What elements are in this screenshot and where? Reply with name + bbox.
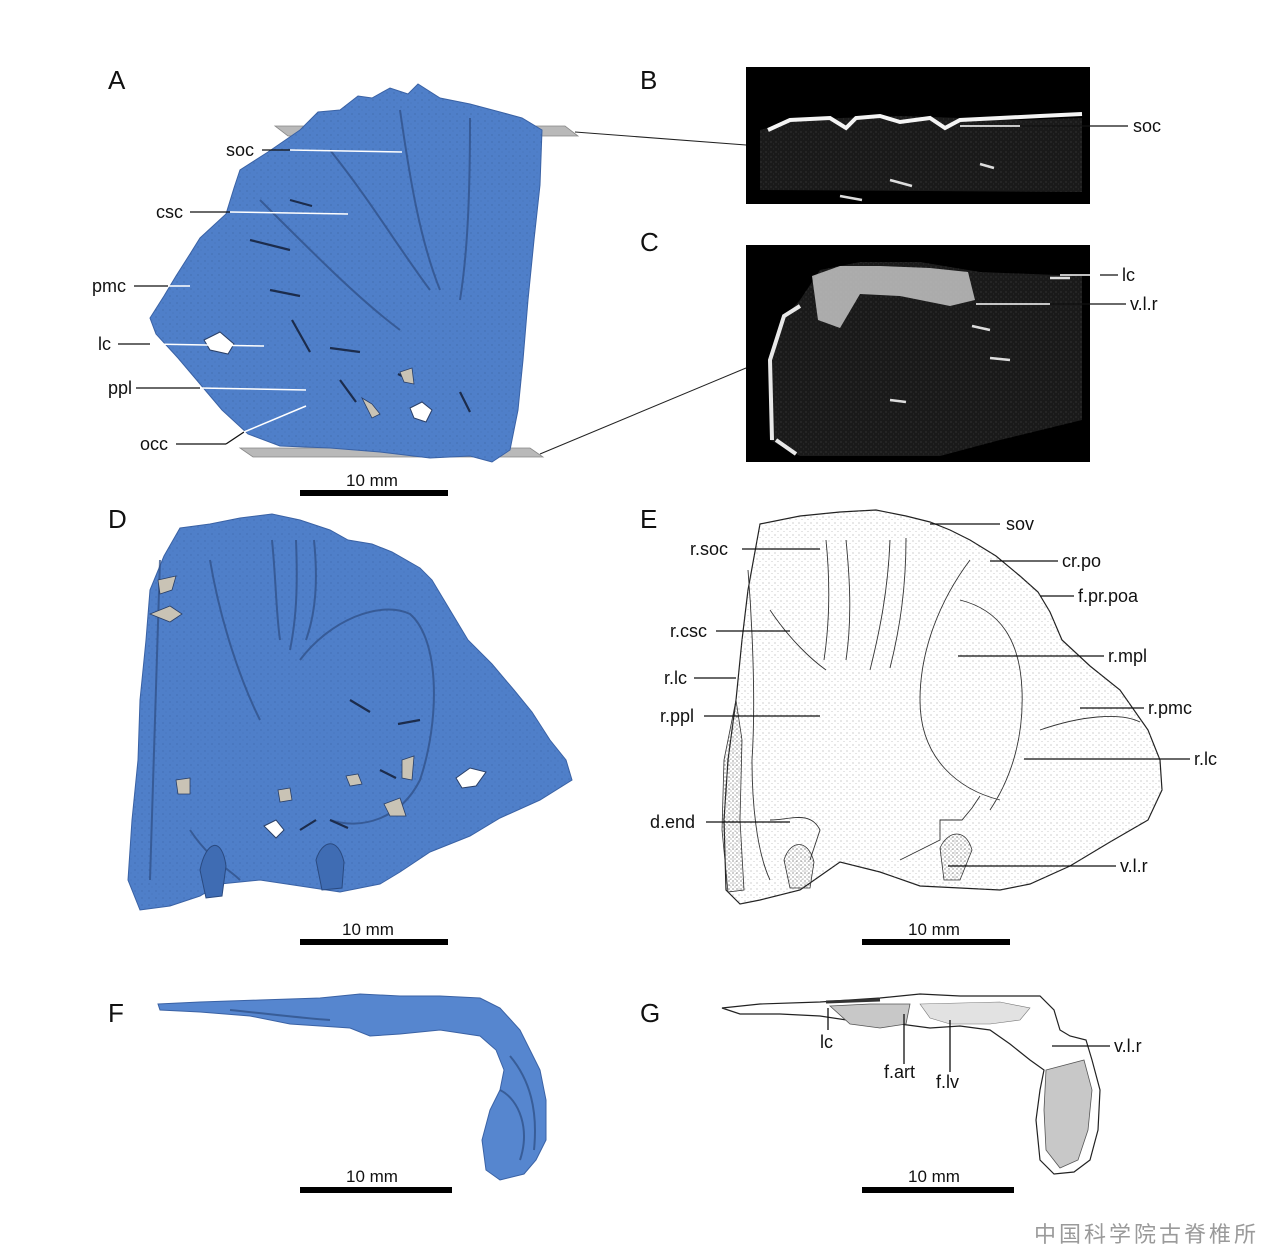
panel-label-g: G xyxy=(640,998,660,1028)
label-a-lc: lc xyxy=(98,334,111,354)
label-c-vlr: v.l.r xyxy=(1130,294,1158,314)
panel-e: E r.soc sov cr.po f.pr.poa xyxy=(640,504,1217,945)
panel-label-e: E xyxy=(640,504,657,534)
label-e-sov: sov xyxy=(1006,514,1034,534)
label-a-pmc: pmc xyxy=(92,276,126,296)
label-b-soc: soc xyxy=(1133,116,1161,136)
panel-b: B soc xyxy=(640,65,1161,204)
label-a-occ: occ xyxy=(140,434,168,454)
hole-a-1 xyxy=(203,331,235,355)
scale-text-d: 10 mm xyxy=(342,920,394,939)
scale-bar-d xyxy=(300,939,448,945)
panel-label-a: A xyxy=(108,65,126,95)
connector-b xyxy=(574,131,747,146)
hole-d-2 xyxy=(263,819,285,839)
panel-label-d: D xyxy=(108,504,127,534)
scale-text-g: 10 mm xyxy=(908,1167,960,1186)
label-a-csc: csc xyxy=(156,202,183,222)
scale-text-a: 10 mm xyxy=(346,471,398,490)
scale-bar-f xyxy=(300,1187,452,1193)
label-a-ppl: ppl xyxy=(108,378,132,398)
label-e-crpo: cr.po xyxy=(1062,551,1101,571)
label-g-vlr: v.l.r xyxy=(1114,1036,1142,1056)
label-g-lc: lc xyxy=(820,1032,833,1052)
scale-bar-g xyxy=(862,1187,1014,1193)
specimen-f xyxy=(157,993,547,1181)
label-g-fart: f.art xyxy=(884,1062,915,1082)
panel-a: A soc csc pmc lc ppl occ 10 mm xyxy=(92,65,580,496)
label-g-flv: f.lv xyxy=(936,1072,959,1092)
panel-c: C lc v.l.r xyxy=(640,227,1158,462)
panel-label-c: C xyxy=(640,227,659,257)
scale-bar-a xyxy=(300,490,448,496)
label-e-rmpl: r.mpl xyxy=(1108,646,1147,666)
label-e-rpmc: r.pmc xyxy=(1148,698,1192,718)
panel-f: F 10 mm xyxy=(108,993,547,1193)
panel-d: D 10 mm xyxy=(108,504,573,945)
label-e-fprpoa: f.pr.poa xyxy=(1078,586,1139,606)
label-e-rlc-left: r.lc xyxy=(664,668,687,688)
scale-bar-e xyxy=(862,939,1010,945)
panel-label-f: F xyxy=(108,998,124,1028)
hole-d-1 xyxy=(455,767,487,789)
panel-label-b: B xyxy=(640,65,657,95)
label-e-rppl: r.ppl xyxy=(660,706,694,726)
label-e-dend: d.end xyxy=(650,812,695,832)
label-e-rcsc: r.csc xyxy=(670,621,707,641)
watermark: 中国科学院古脊椎所 xyxy=(1033,1223,1259,1248)
drawing-g xyxy=(721,993,1101,1175)
label-e-rsoc: r.soc xyxy=(690,539,728,559)
panel-g: G lc f.art f.lv v.l.r 10 mm xyxy=(640,993,1142,1193)
scale-text-e: 10 mm xyxy=(908,920,960,939)
label-e-vlr: v.l.r xyxy=(1120,856,1148,876)
label-c-lc: lc xyxy=(1122,265,1135,285)
label-a-soc: soc xyxy=(226,140,254,160)
label-e-rlc-right: r.lc xyxy=(1194,749,1217,769)
hole-a-2 xyxy=(409,401,433,423)
scale-text-f: 10 mm xyxy=(346,1167,398,1186)
connector-c xyxy=(539,367,747,455)
